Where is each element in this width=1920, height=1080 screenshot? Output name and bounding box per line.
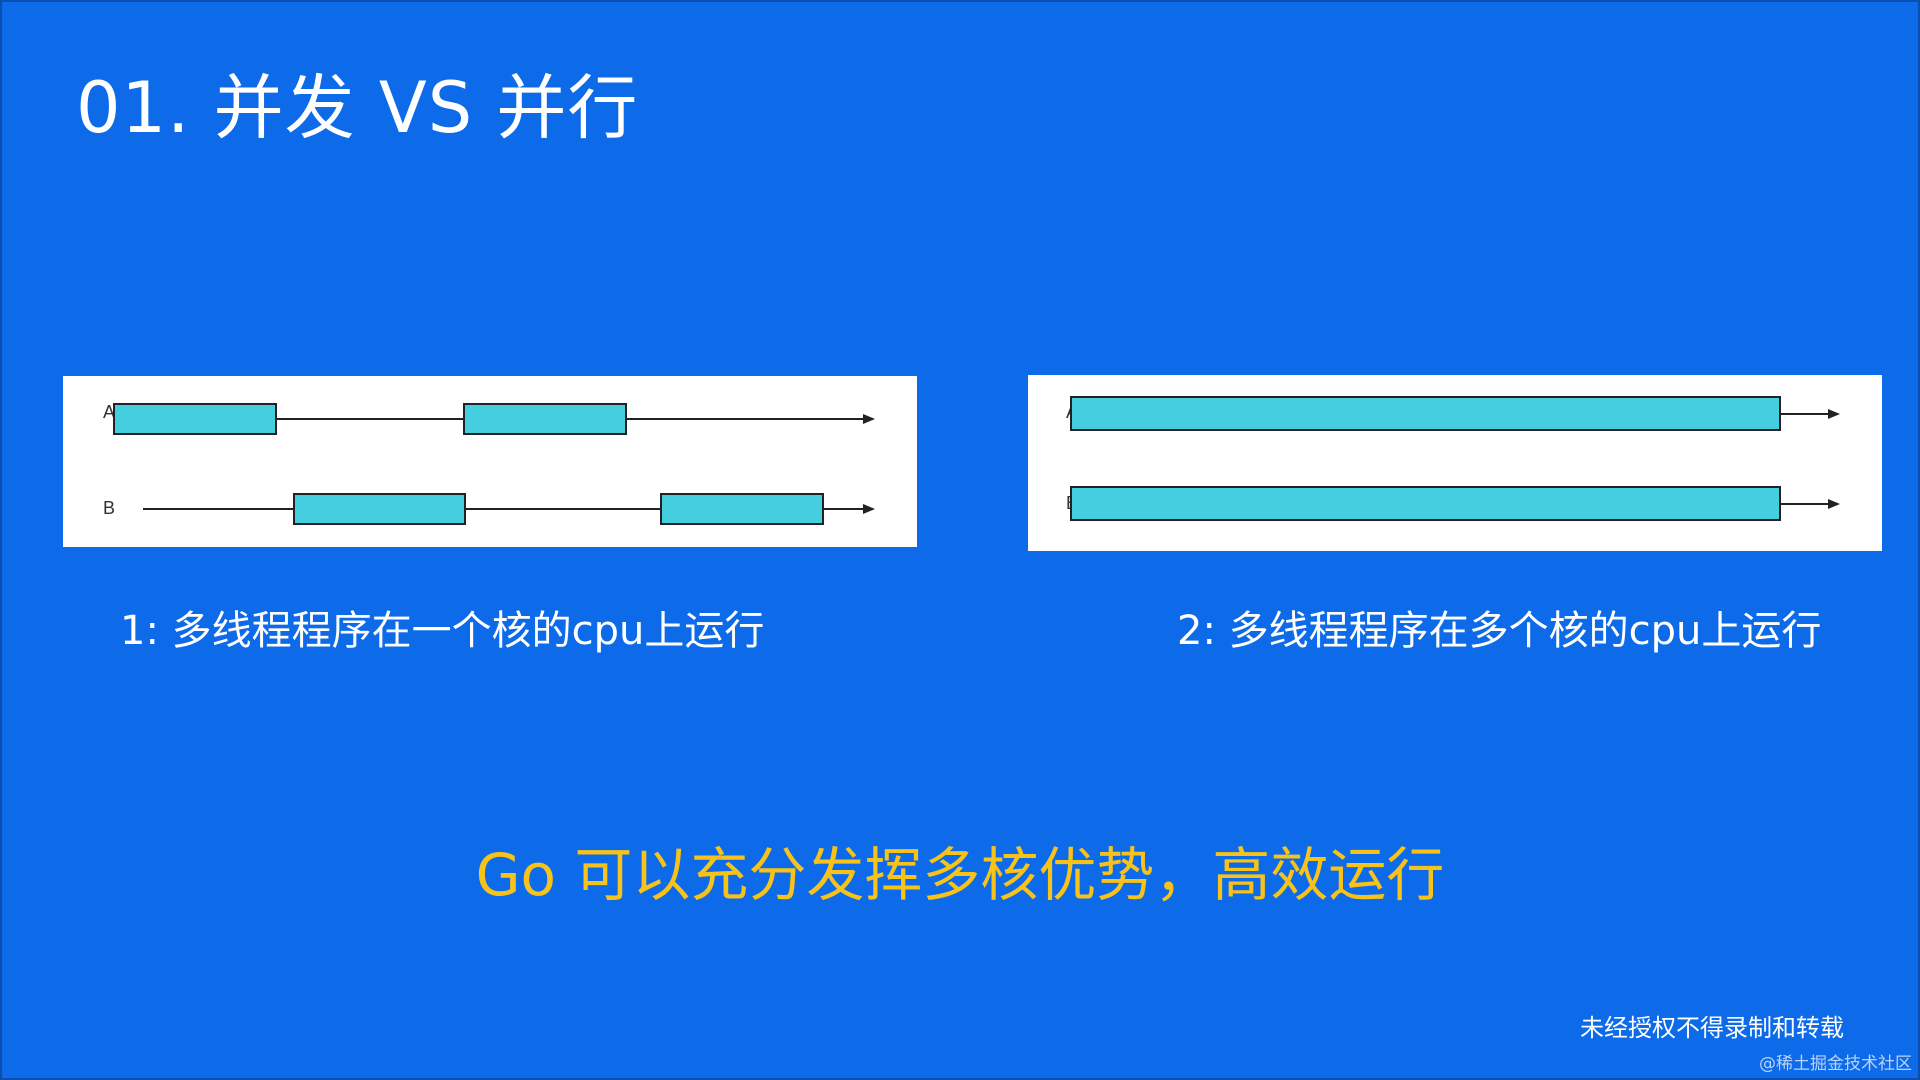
task-blocks-single-core — [113, 403, 824, 525]
task-blocks-multi-core — [1070, 396, 1781, 521]
caption-single-core: 1: 多线程程序在一个核的cpu上运行 — [120, 608, 765, 654]
diagram-single-core-svg: A B — [103, 402, 875, 525]
row-label-a: A — [103, 402, 115, 422]
caption-multi-core: 2: 多线程程序在多个核的cpu上运行 — [1177, 608, 1822, 654]
task-block-a-1 — [113, 403, 277, 435]
diagram-single-core: A B — [63, 376, 917, 547]
task-block-b-1 — [1070, 486, 1781, 521]
task-block-a-2 — [463, 403, 627, 435]
copyright-notice: 未经授权不得录制和转载 — [1580, 1014, 1844, 1042]
key-message: Go 可以充分发挥多核优势，高效运行 — [475, 841, 1445, 909]
task-block-b-1 — [293, 493, 466, 525]
row-label-b: B — [103, 498, 115, 518]
slide-title: 01. 并发 VS 并行 — [76, 67, 639, 149]
diagram-multi-core: A B — [1028, 375, 1882, 551]
task-block-b-2 — [660, 493, 824, 525]
diagram-multi-core-svg: A B — [1066, 396, 1840, 521]
task-block-a-1 — [1070, 396, 1781, 431]
source-watermark: @稀土掘金技术社区 — [1759, 1054, 1912, 1074]
